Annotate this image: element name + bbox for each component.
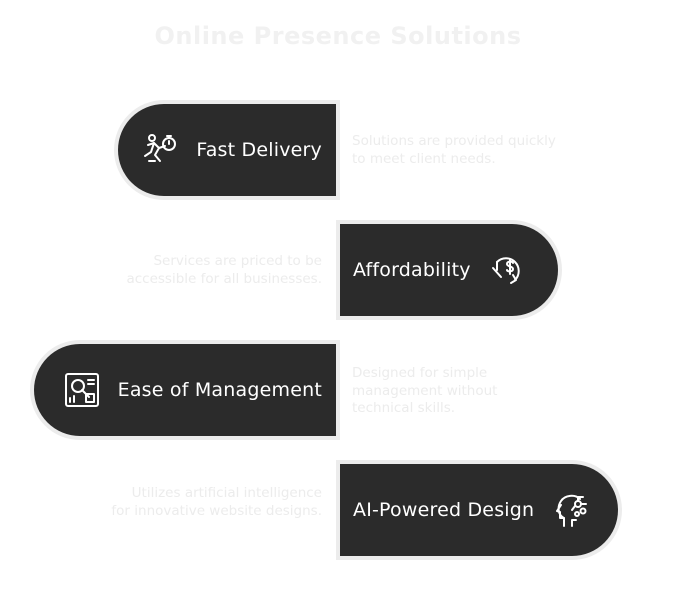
- item-description: Services are priced to be accessible for…: [126, 253, 322, 287]
- item-ai-powered-design: AI-Powered Design: [340, 464, 618, 556]
- item-label: Fast Delivery: [196, 139, 322, 161]
- item-ease-of-management: Ease of Management: [34, 344, 336, 436]
- dashboard-magnifier-icon: [62, 370, 102, 410]
- item-description: Designed for simple management without t…: [352, 365, 498, 416]
- dollar-down-arrow-icon: [489, 250, 529, 290]
- item-description: Utilizes artificial intelligence for inn…: [111, 485, 322, 519]
- item-label: Ease of Management: [117, 379, 322, 401]
- ai-head-circuit-icon: [552, 490, 592, 530]
- item-label: Affordability: [353, 259, 471, 281]
- page-title: Online Presence Solutions: [154, 22, 522, 50]
- item-fast-delivery: Fast Delivery: [118, 104, 336, 196]
- item-description: Solutions are provided quickly to meet c…: [352, 133, 556, 167]
- running-stopwatch-icon: [140, 130, 180, 170]
- item-label: AI-Powered Design: [353, 499, 535, 521]
- item-affordability: Affordability: [340, 224, 558, 316]
